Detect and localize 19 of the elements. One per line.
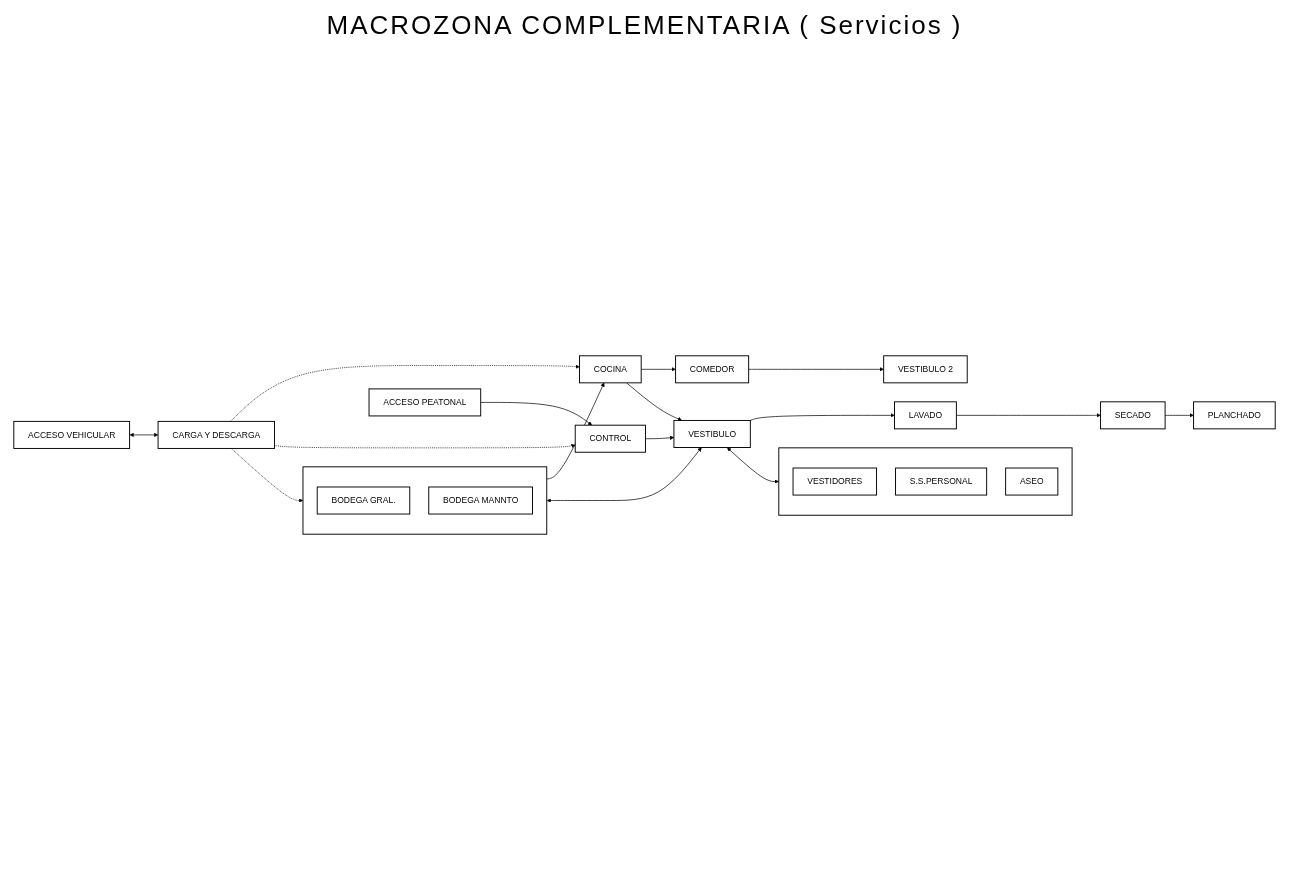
node-box: PLANCHADO: [1193, 401, 1276, 430]
node-box: CARGA Y DESCARGA: [157, 420, 275, 449]
node-box: COCINA: [579, 355, 642, 384]
node-box: SECADO: [1100, 401, 1166, 430]
node-box: ACCESO VEHICULAR: [13, 420, 131, 449]
node-box: VESTIBULO 2: [883, 355, 968, 384]
node-box: VESTIDORES: [792, 467, 878, 496]
node-box: VESTIBULO: [673, 419, 751, 448]
node-box: S.S.PERSONAL: [895, 467, 988, 496]
cluster: [302, 466, 548, 535]
node-box: ACCESO PEATONAL: [368, 388, 482, 417]
diagram-title: MACROZONA COMPLEMENTARIA ( Servicios ): [325, 10, 964, 41]
node-box: BODEGA GRAL.: [316, 486, 411, 515]
node-box: LAVADO: [894, 401, 957, 430]
node-box: COMEDOR: [675, 355, 750, 384]
cluster: [778, 447, 1073, 516]
node-box: BODEGA MANNTO: [428, 486, 533, 515]
node-box: ASEO: [1005, 467, 1059, 496]
node-box: CONTROL: [574, 424, 646, 453]
